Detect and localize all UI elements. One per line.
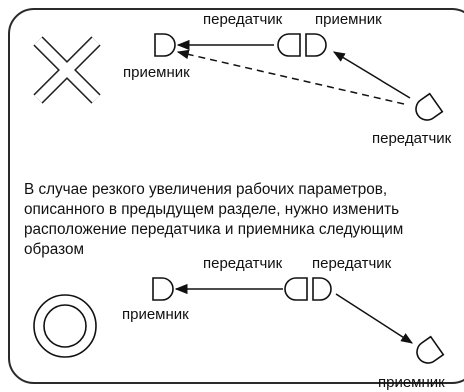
- receiver-top-icon: [305, 33, 327, 57]
- correct-mark-icon: [33, 294, 97, 358]
- label-transmitter-top: передатчик: [203, 11, 283, 28]
- instruction-line: образом: [24, 241, 84, 258]
- receiver-left-bottom-icon: [152, 277, 174, 301]
- label-receiver-left-bottom: приемник: [122, 306, 189, 323]
- receiver-left-icon: [154, 33, 176, 57]
- transmitter-1-icon: [284, 277, 308, 301]
- instruction-line: описанного в предыдущем разделе, нужно и…: [24, 201, 400, 218]
- label-transmitter-1: передатчик: [203, 255, 283, 272]
- label-receiver-top: приемник: [315, 11, 382, 28]
- receiver-right-bottom-icon: [416, 335, 445, 364]
- label-receiver-left: приемник: [123, 64, 190, 81]
- transmitter-to-receiver-arrow: [332, 51, 411, 99]
- figure-frame: [8, 8, 464, 384]
- instruction-line: В случае резкого увеличения рабочих пара…: [24, 181, 388, 198]
- transmitter-2-icon: [312, 277, 332, 301]
- instruction-line: расположение передатчика и приемника сле…: [24, 221, 404, 238]
- instruction-text: В случае резкого увеличения рабочих пара…: [24, 180, 462, 260]
- wrong-mark-icon: [33, 36, 101, 104]
- label-transmitter-2: передатчик: [312, 255, 392, 272]
- reflected-beam-dashed-arrow: [176, 49, 405, 105]
- transmitter-top-icon: [277, 33, 301, 57]
- label-transmitter-right: передатчик: [372, 130, 452, 147]
- label-receiver-right-bottom: приемник: [378, 374, 445, 391]
- transmitter-right-icon: [415, 92, 444, 121]
- transmitter-to-receiver-bottom-arrow: [335, 293, 414, 344]
